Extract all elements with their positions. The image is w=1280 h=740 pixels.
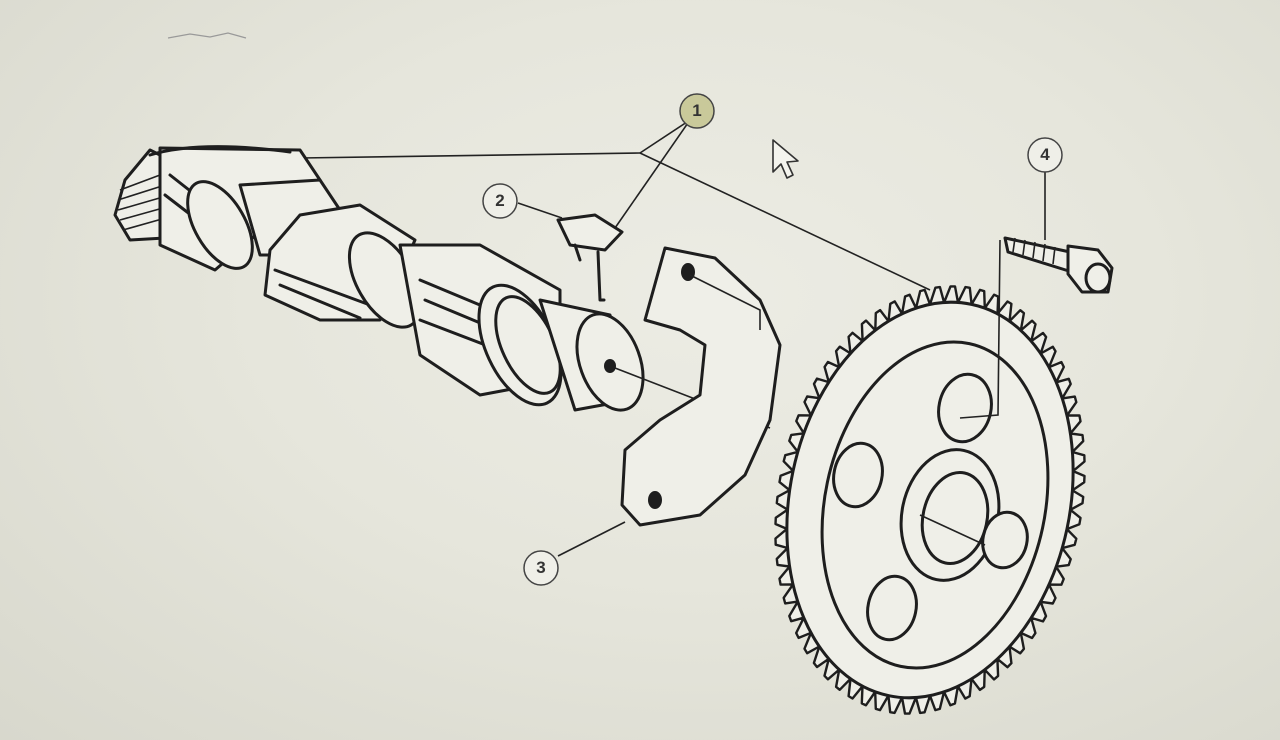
leader-1-gear: [639, 152, 931, 291]
scan-mark: [167, 32, 247, 39]
leader-1-camshaft: [299, 152, 641, 159]
callout-2-circle: [482, 183, 518, 219]
callout-4-circle: [1027, 137, 1063, 173]
camshaft: [113, 145, 771, 429]
leader-1-stem: [639, 119, 691, 154]
leader-lines: [299, 119, 1046, 557]
camshaft-gear: [774, 239, 1086, 715]
leader-1-key: [614, 119, 691, 229]
arrow-cursor-icon: [772, 139, 799, 179]
callout-3-circle: [523, 550, 559, 586]
woodruff-key: [556, 213, 624, 302]
thrust-plate: [620, 246, 782, 527]
leader-3: [557, 521, 626, 557]
gear-bolt: [1003, 236, 1114, 294]
callouts: [482, 93, 1063, 586]
leader-2: [517, 202, 563, 219]
callout-1-circle: [679, 93, 715, 129]
